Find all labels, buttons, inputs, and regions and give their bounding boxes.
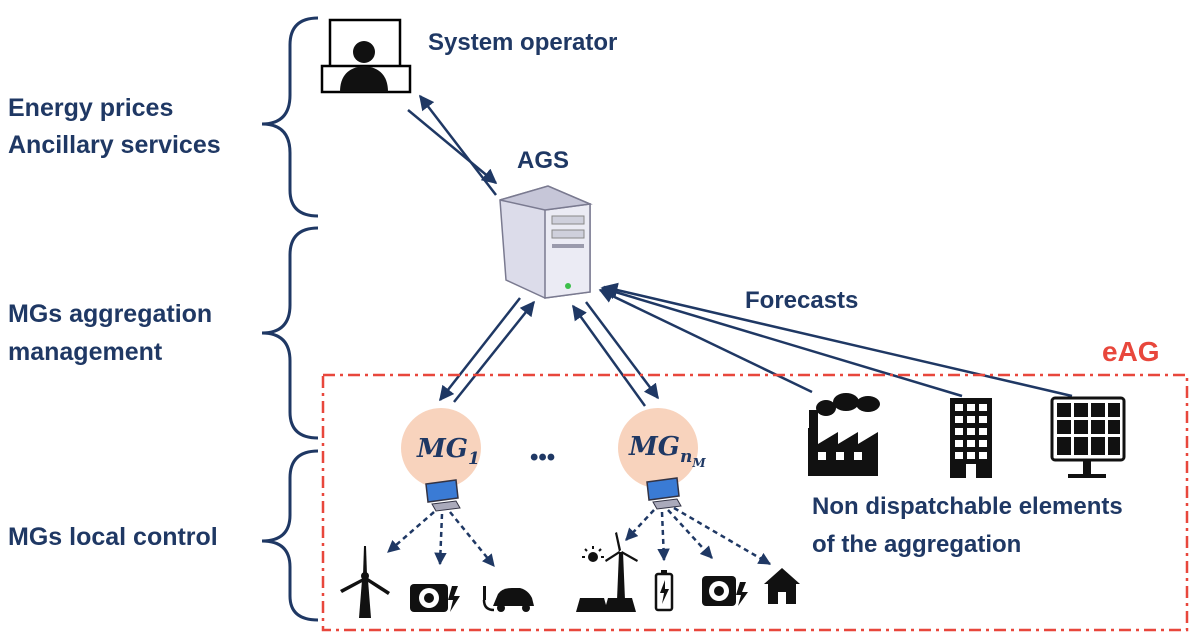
wind-turbine-icon [340, 546, 390, 618]
mgn-label: MGnM [628, 432, 706, 470]
mg1-label: MG1 [416, 434, 480, 469]
label-mgs-aggregation: MGs aggregation [8, 300, 212, 328]
mgn-dashed-arrows [625, 506, 772, 566]
label-forecasts: Forecasts [745, 287, 858, 314]
mg1-dashed-arrows [387, 511, 495, 567]
battery-icon [654, 570, 674, 612]
server-icon [499, 185, 593, 299]
mg1-node [401, 408, 481, 488]
operator-icon [320, 18, 412, 94]
label-eag: eAG [1102, 336, 1160, 367]
brace-bottom [261, 449, 319, 622]
label-non-dispatchable-line1: Non dispatchable elements [812, 493, 1123, 520]
electric-car-icon [482, 586, 534, 612]
label-ancillary-services: Ancillary services [8, 131, 221, 159]
forecast-line-solar [602, 282, 1073, 398]
arrow-ags-to-mgn [585, 301, 659, 400]
arrow-operator-to-ags [407, 109, 498, 184]
generator-icon [410, 584, 460, 612]
computer-icon [425, 479, 461, 512]
arrow-ags-to-operator [419, 94, 497, 196]
eag-boundary [321, 373, 1189, 632]
label-system-operator: System operator [428, 29, 617, 56]
mgn-node [618, 408, 698, 488]
solar-panel-icon [1050, 396, 1126, 478]
label-management: management [8, 338, 163, 366]
arrow-mgn-to-ags [571, 304, 647, 407]
label-ags: AGS [517, 147, 569, 174]
forecast-line-building [600, 284, 963, 398]
label-non-dispatchable-line2: of the aggregation [812, 531, 1021, 558]
computer-icon [646, 477, 682, 510]
factory-icon [808, 393, 880, 476]
generator-icon [702, 576, 748, 606]
arrow-ags-to-mg1 [439, 297, 521, 402]
brace-top [261, 16, 319, 218]
arrow-mg1-to-ags [453, 300, 535, 403]
solar-wind-icon [576, 532, 638, 612]
ellipsis: ••• [530, 444, 555, 471]
label-mgs-local-control: MGs local control [8, 523, 218, 551]
label-energy-prices: Energy prices [8, 94, 173, 122]
house-icon [764, 568, 800, 604]
brace-middle [261, 226, 319, 440]
building-icon [950, 398, 992, 478]
